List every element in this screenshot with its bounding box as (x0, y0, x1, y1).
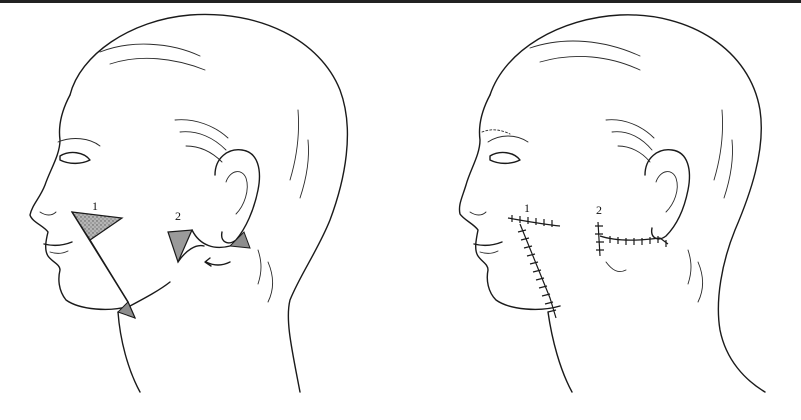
right-label-2: 2 (596, 203, 602, 217)
left-hair (100, 44, 200, 56)
left-face-profile (30, 95, 130, 309)
left-neck-front (118, 312, 140, 392)
left-jaw (130, 282, 170, 306)
right-eye (490, 153, 520, 164)
left-head: 1 2 (30, 14, 347, 392)
right-neck-front (548, 312, 572, 392)
right-suture-1 (508, 218, 560, 318)
right-head: 1 2 (459, 15, 765, 392)
left-lips (44, 242, 72, 245)
left-label-1: 1 (92, 199, 98, 213)
left-head-outline (70, 14, 347, 392)
right-lips (474, 242, 502, 245)
left-flap-1 (72, 212, 122, 240)
left-ear (215, 150, 259, 243)
right-head-outline (490, 15, 765, 392)
left-flap-2 (168, 230, 192, 262)
left-eye (60, 153, 90, 164)
right-ear (645, 150, 689, 239)
right-label-1: 1 (524, 201, 530, 215)
left-flap-2-incision (192, 230, 230, 247)
left-nostril (40, 212, 56, 215)
right-face-profile (459, 95, 560, 309)
left-label-2: 2 (175, 209, 181, 223)
